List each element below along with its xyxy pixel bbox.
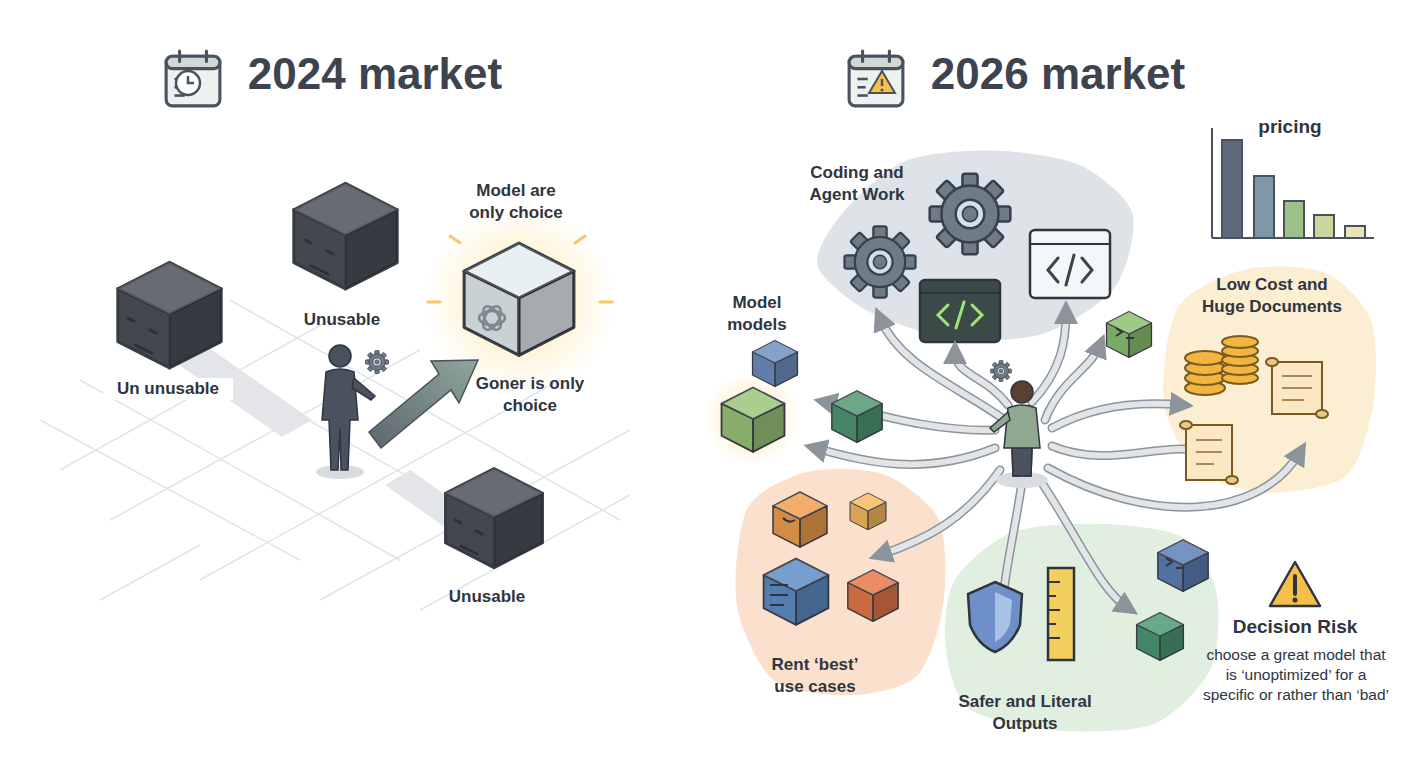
cube-label: Model are only choice (460, 180, 572, 224)
cube-label: Model models (717, 292, 797, 336)
region-blob: Coding and Agent Work (800, 140, 1150, 350)
cube-label: Unusable (427, 586, 547, 608)
region-label: Low Cost and Huge Documents (1198, 274, 1346, 318)
region-blob: Safer and Literal Outputs (940, 515, 1225, 735)
region-label: Safer and Literal Outputs (955, 691, 1095, 735)
chart-title: pricing (1240, 115, 1340, 140)
region-shape (1155, 260, 1380, 500)
cube-label: Goner is only choice (474, 373, 586, 417)
warning-title: Decision Risk (1205, 615, 1385, 640)
panel-title: 2024 market (215, 48, 535, 101)
warning-note: choose a great model that is ‘unoptimize… (1201, 645, 1391, 705)
region-blob: Low Cost and Huge Documents (1155, 260, 1380, 500)
cube-label: Un unusable (103, 378, 233, 400)
region-label: Coding and Agent Work (792, 162, 922, 206)
cube-label: Unusable (282, 309, 402, 331)
region-blob: Rent ‘best’ use cases (730, 460, 950, 700)
region-label: Rent ‘best’ use cases (760, 654, 870, 698)
panel-title: 2026 market (898, 48, 1218, 101)
